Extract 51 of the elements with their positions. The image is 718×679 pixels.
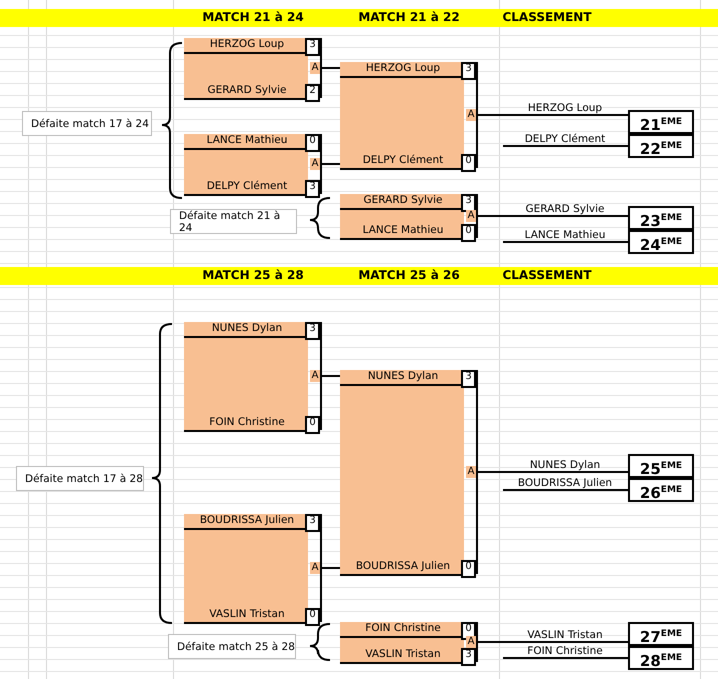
connector-line [478, 114, 628, 116]
player-name: LANCE Mathieu [524, 229, 606, 241]
connector-line [478, 215, 628, 217]
connector-line [503, 241, 628, 243]
rank-box: 23$^{EME}$ [628, 206, 694, 230]
column-header: MATCH 21 à 24 [202, 10, 304, 24]
column-header: CLASSEMENT [502, 268, 592, 282]
note-box: Défaite match 21 à 24 [170, 209, 297, 234]
advance-marker: A [310, 158, 320, 170]
score-box: 0 [461, 560, 476, 578]
player-name: VASLIN Tristan [527, 629, 603, 641]
advance-marker: A [466, 466, 476, 478]
column-header: MATCH 25 à 26 [358, 268, 460, 282]
connector-line [503, 657, 628, 659]
advance-marker: A [310, 562, 320, 574]
rank-box: 27$^{EME}$ [628, 622, 694, 646]
rank-box: 21$^{EME}$ [628, 110, 694, 134]
player-name: NUNES Dylan [530, 459, 600, 471]
connector-line [478, 471, 628, 473]
advance-marker: A [310, 370, 320, 382]
connector-line [322, 67, 340, 69]
rank-box: 28$^{EME}$ [628, 646, 694, 670]
player-name: HERZOG Loup [528, 102, 602, 114]
connector-line [322, 163, 340, 165]
connector-line [478, 641, 628, 643]
column-header: CLASSEMENT [502, 10, 592, 24]
player-name: BOUDRISSA Julien [518, 477, 612, 489]
rank-box: 26$^{EME}$ [628, 478, 694, 502]
rank-box: 25$^{EME}$ [628, 454, 694, 478]
connector-line [322, 375, 340, 377]
score-box: 0 [305, 416, 320, 434]
rank-box: 24$^{EME}$ [628, 230, 694, 254]
column-header: MATCH 21 à 22 [358, 10, 460, 24]
score-box: 0 [461, 224, 476, 242]
column-header: MATCH 25 à 28 [202, 268, 304, 282]
player-name: FOIN Christine [527, 645, 603, 657]
score-box: 0 [305, 134, 320, 152]
note-box: Défaite match 17 à 28 [16, 466, 144, 491]
note-box: Défaite match 17 à 24 [22, 111, 152, 136]
connector-line [322, 567, 340, 569]
player-name: DELPY Clément [524, 133, 606, 145]
score-box: 0 [305, 608, 320, 626]
connector-line [503, 489, 628, 491]
player-name: GERARD Sylvie [526, 203, 604, 215]
connector-line [503, 145, 628, 147]
advance-marker: A [466, 210, 476, 222]
advance-marker: A [466, 109, 476, 121]
note-box: Défaite match 25 à 28 [168, 634, 296, 659]
rank-box: 22$^{EME}$ [628, 134, 694, 158]
score-box: 0 [461, 154, 476, 172]
advance-marker: A [310, 62, 320, 74]
